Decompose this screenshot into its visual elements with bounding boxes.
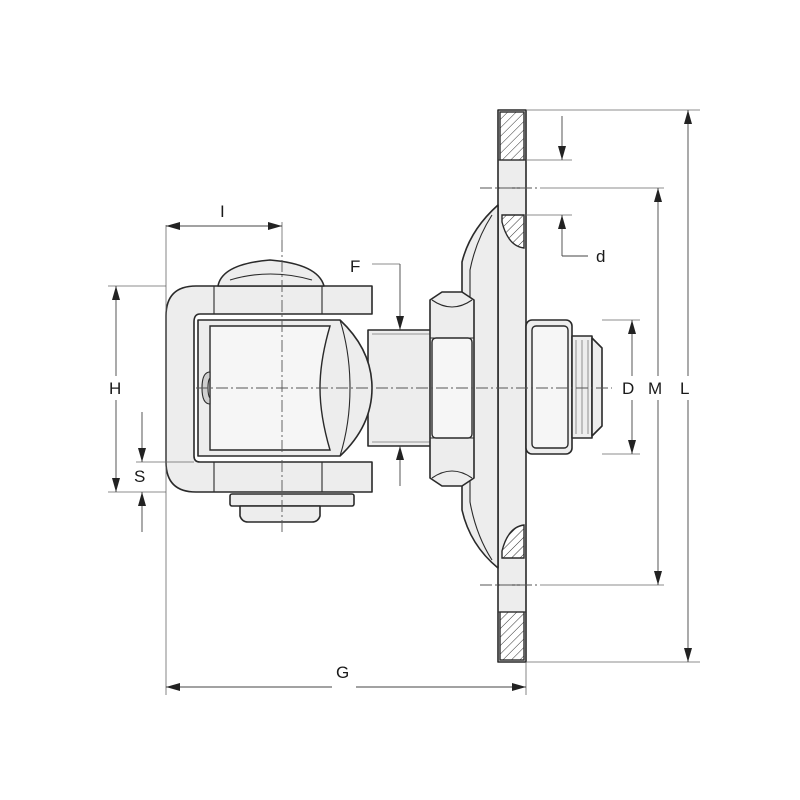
mounting-plate <box>497 109 527 663</box>
bottom-washer <box>229 493 355 523</box>
label-I: I <box>220 202 225 221</box>
dimension-I <box>166 222 282 230</box>
plate-hole-bottom-section <box>499 611 525 661</box>
label-D: D <box>622 379 634 398</box>
label-H: H <box>109 379 121 398</box>
plate-recess-bottom <box>501 524 525 559</box>
hinge-knuckle-body <box>197 319 373 457</box>
plate-hole-top-section <box>499 111 525 161</box>
plate-recess-top <box>501 214 525 249</box>
hex-nut <box>429 291 475 487</box>
u-strap-bracket <box>165 285 373 493</box>
threaded-stud-rear <box>525 319 603 455</box>
label-F: F <box>350 257 360 276</box>
extension-lines <box>108 109 700 695</box>
label-d: d <box>596 247 605 266</box>
dimension-d <box>558 116 588 257</box>
label-M: M <box>648 379 662 398</box>
dimension-S <box>138 412 146 532</box>
dimension-F <box>396 264 404 486</box>
top-cap <box>217 259 325 287</box>
label-L: L <box>680 379 689 398</box>
label-G: G <box>336 663 349 682</box>
label-S: S <box>134 467 145 486</box>
